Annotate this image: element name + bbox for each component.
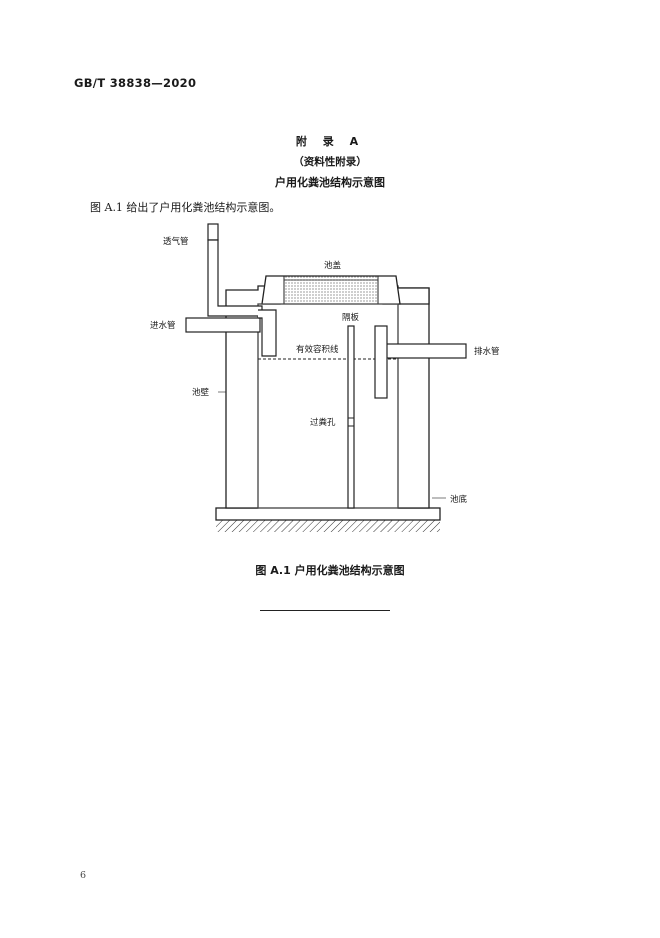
label-outlet-pipe: 排水管 — [474, 346, 500, 357]
label-inlet-pipe: 进水管 — [150, 320, 176, 331]
outlet-tee — [374, 325, 388, 399]
end-rule — [260, 610, 390, 611]
label-tank-bottom: 池底 — [450, 494, 468, 505]
right-wall — [397, 287, 430, 509]
page-number: 6 — [80, 870, 87, 881]
appendix-type: （资料性附录） — [293, 156, 367, 168]
standard-code: GB/T 38838—2020 — [74, 76, 197, 90]
label-vent-pipe: 透气管 — [163, 236, 189, 247]
vent-pipe — [207, 239, 263, 317]
partition — [347, 325, 355, 509]
inlet-elbow — [258, 309, 277, 357]
left-wall — [225, 321, 259, 509]
vent-pipe-cap — [207, 223, 219, 241]
appendix-title: 附 录 A — [295, 135, 365, 148]
inlet-pipe — [185, 317, 261, 333]
label-overflow-hole: 过粪孔 — [310, 417, 336, 428]
label-tank-wall: 池壁 — [192, 387, 210, 398]
ground-hatch — [216, 520, 440, 532]
septic-tank-diagram: 透气管 池盖 进水管 隔板 有效容积线 排水管 池壁 过粪孔 池底 — [150, 223, 500, 532]
tank-interior — [257, 303, 399, 509]
label-tank-cover: 池盖 — [324, 260, 342, 271]
base-slab — [215, 507, 441, 521]
figure-caption: 图 A.1 户用化粪池结构示意图 — [255, 564, 405, 577]
label-partition: 隔板 — [342, 312, 360, 323]
label-effective-volume: 有效容积线 — [296, 344, 339, 355]
intro-paragraph: 图 A.1 给出了户用化粪池结构示意图。 — [90, 201, 281, 214]
outlet-pipe — [385, 343, 467, 359]
appendix-name: 户用化粪池结构示意图 — [275, 176, 385, 189]
